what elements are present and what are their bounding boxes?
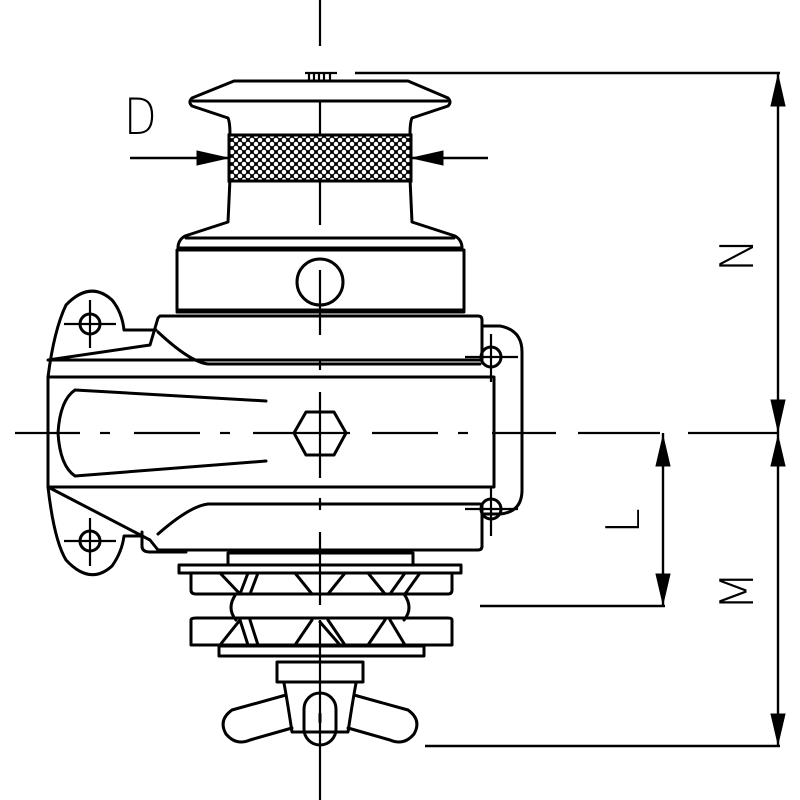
- wing-handle: [221, 660, 419, 747]
- dimension-l: [480, 433, 671, 608]
- dimension-label-d: D: [124, 88, 157, 146]
- dimension-label-n: N: [710, 237, 764, 273]
- mounting-lug-left-top: [46, 289, 158, 379]
- dimension-n: [355, 71, 786, 433]
- mounting-lug-right: [465, 324, 524, 536]
- dimension-d-arrows: [130, 150, 488, 166]
- dimension-label-l: L: [596, 508, 650, 534]
- knurled-grip-band: [227, 133, 413, 183]
- hex-bolt: [292, 410, 348, 457]
- mounting-lug-left-bottom: [46, 485, 144, 577]
- gear-housing: [46, 314, 496, 554]
- collar-ring: [175, 248, 466, 314]
- top-cap-knob: [305, 71, 337, 80]
- dimension-m: [425, 433, 786, 748]
- warping-drum: [176, 79, 464, 250]
- chain-gypsy: [177, 551, 463, 658]
- dimension-label-m: M: [710, 571, 764, 611]
